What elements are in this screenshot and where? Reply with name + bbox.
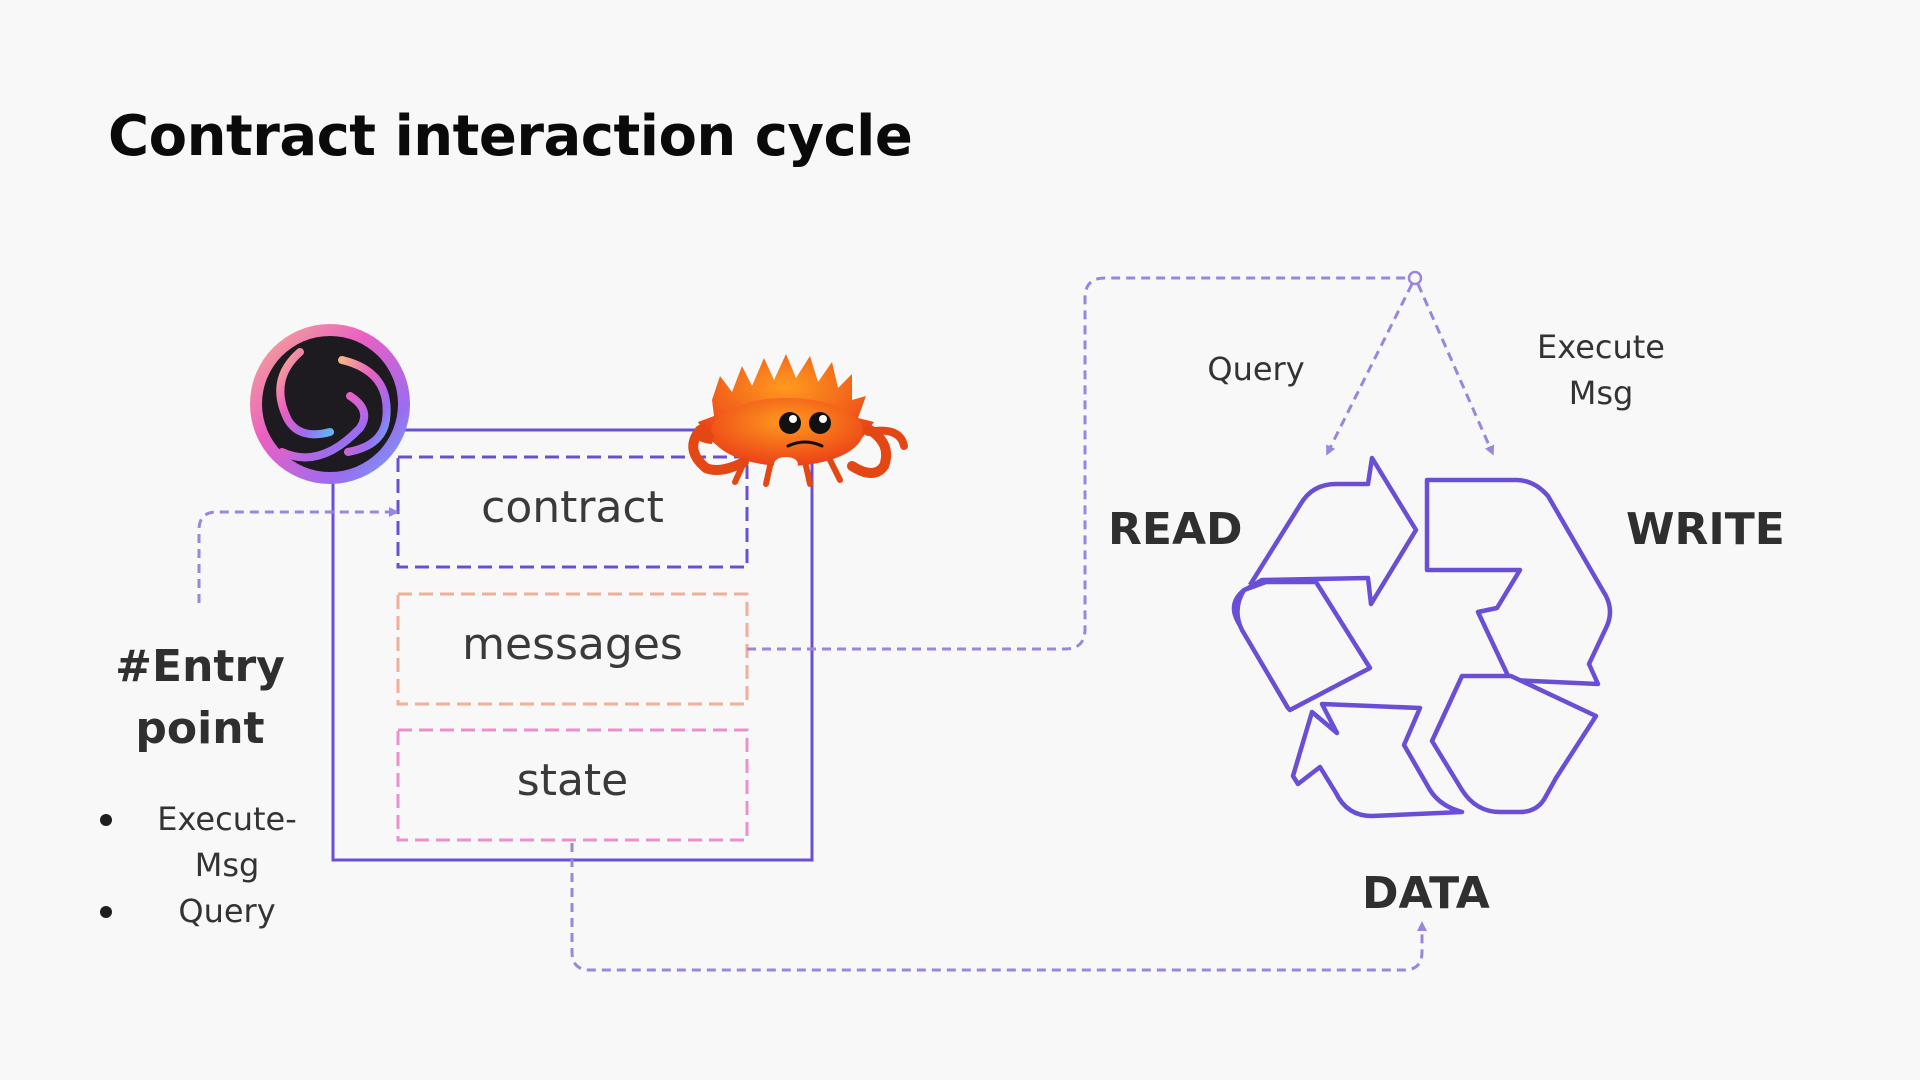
execute-label-line1: Execute bbox=[1537, 328, 1665, 366]
state-to-data-connector bbox=[570, 843, 1427, 972]
recycle-arrow-bottom-left bbox=[1290, 701, 1465, 819]
read-label: READ bbox=[1108, 504, 1243, 555]
recycle-arrow-bottom bbox=[1429, 673, 1599, 815]
entry-point-list: Execute- Msg Query bbox=[92, 796, 322, 934]
entry-point-heading: #Entry point bbox=[100, 636, 300, 760]
list-item: Execute- Msg bbox=[92, 796, 322, 888]
entry-point-heading-line1: #Entry bbox=[115, 641, 285, 692]
write-label: WRITE bbox=[1626, 504, 1785, 555]
page-title: Contract interaction cycle bbox=[108, 104, 913, 169]
bullet-icon bbox=[100, 906, 112, 918]
list-item: Query bbox=[92, 888, 322, 934]
entry-arrow bbox=[197, 507, 399, 603]
state-box bbox=[396, 728, 749, 842]
rust-crab-mascot-icon bbox=[688, 354, 908, 487]
entry-item-line1: Execute- bbox=[157, 800, 297, 838]
execute-arrow bbox=[1416, 283, 1495, 456]
contract-label: contract bbox=[481, 482, 664, 533]
cosmwasm-logo-icon bbox=[250, 324, 410, 484]
data-label: DATA bbox=[1362, 868, 1490, 919]
bullet-icon bbox=[100, 814, 112, 826]
recycle-arrow-left-body bbox=[1235, 579, 1373, 713]
messages-connector bbox=[747, 276, 1415, 651]
entry-item-line1: Query bbox=[178, 892, 276, 930]
query-arrow bbox=[1326, 283, 1414, 456]
execute-label-line2: Msg bbox=[1568, 374, 1634, 412]
entry-item-line2: Msg bbox=[194, 846, 260, 884]
recycle-arrow-upper-left bbox=[1231, 455, 1419, 710]
state-label: state bbox=[516, 755, 629, 806]
query-label: Query bbox=[1207, 350, 1305, 388]
messages-label: messages bbox=[462, 619, 683, 670]
recycle-arrow-upper-right bbox=[1424, 477, 1613, 687]
recycle-symbol bbox=[1231, 455, 1613, 819]
entry-point-heading-line2: point bbox=[135, 703, 265, 754]
execute-msg-label: Execute Msg bbox=[1526, 324, 1676, 416]
junction-node bbox=[1407, 270, 1423, 286]
